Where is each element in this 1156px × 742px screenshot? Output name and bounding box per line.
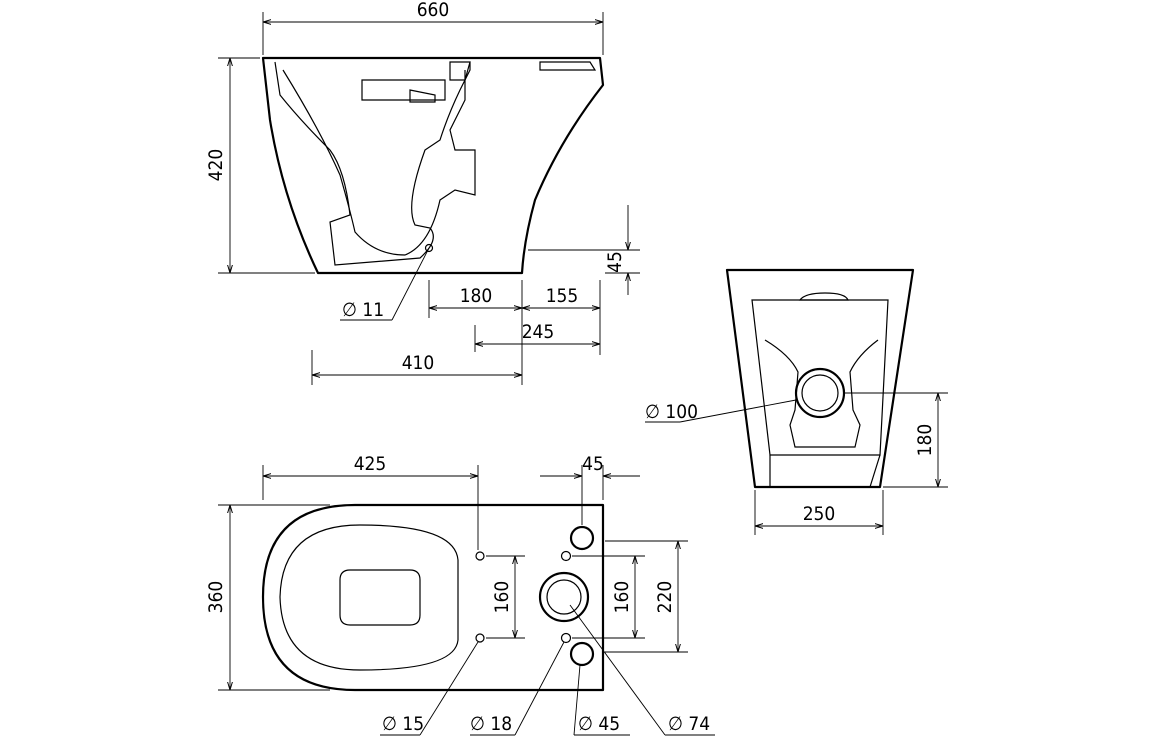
dim-245: 245 — [522, 321, 555, 343]
label-hole-11: ∅ 11 — [342, 299, 384, 321]
side-outline — [261, 56, 605, 275]
dim-160-right: 160 — [611, 581, 633, 614]
label-hole-45: ∅ 45 — [578, 713, 620, 735]
hole-74-inner — [546, 579, 582, 615]
dim-420: 420 — [205, 149, 227, 182]
rear-outline — [725, 268, 915, 489]
dim-180-side: 180 — [460, 285, 493, 307]
dim-155: 155 — [546, 285, 579, 307]
rim-detail — [361, 61, 597, 103]
bowl-inner-profile — [274, 61, 471, 266]
top-view — [261, 503, 605, 692]
hole-18 — [560, 550, 572, 562]
hole-18 — [560, 632, 572, 644]
outlet-outer — [794, 367, 846, 419]
fixing-hole — [475, 551, 485, 561]
top-view-dimensions: 425 45 360 160 160 220 ∅ 15 ∅ 18 ∅ 45 ∅ … — [205, 453, 715, 736]
bowl-opening — [339, 569, 421, 626]
rear-view — [725, 268, 915, 489]
label-hole-15: ∅ 15 — [382, 713, 424, 735]
dim-425: 425 — [354, 453, 387, 475]
hole-11 — [424, 243, 434, 253]
seat-inner — [279, 524, 459, 671]
label-outlet-100: ∅ 100 — [645, 401, 698, 423]
dim-160-left: 160 — [491, 581, 513, 614]
dim-410: 410 — [402, 352, 435, 374]
fixing-hole — [475, 633, 485, 643]
dim-250: 250 — [803, 503, 836, 525]
dim-220: 220 — [654, 581, 676, 614]
dim-45-top: 45 — [582, 453, 604, 475]
outlet-inner — [801, 374, 839, 412]
hole-45 — [569, 525, 595, 551]
dim-45-vertical: 45 — [604, 251, 626, 273]
side-view-dimensions: 660 420 45 ∅ 11 180 155 245 410 — [205, 0, 640, 385]
dim-180-rear: 180 — [914, 424, 936, 457]
hole-45 — [569, 641, 595, 667]
dim-360: 360 — [205, 581, 227, 614]
trap-profile — [282, 69, 476, 256]
hole-74-outer — [538, 571, 590, 623]
label-hole-18: ∅ 18 — [470, 713, 512, 735]
top-outline — [261, 503, 605, 692]
dim-660: 660 — [417, 0, 450, 21]
side-view — [261, 56, 605, 275]
label-hole-74: ∅ 74 — [668, 713, 710, 735]
rear-view-dimensions: ∅ 100 180 250 — [645, 392, 948, 535]
